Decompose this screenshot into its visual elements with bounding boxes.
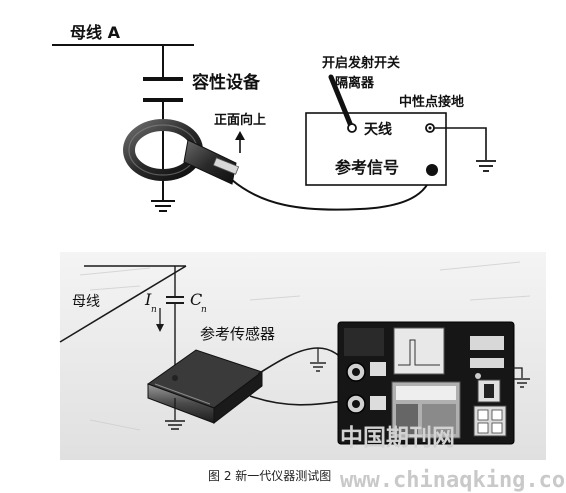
bottom-photo: 母线 I n C n 参考传感器 [59,252,546,460]
panel-display [393,327,445,375]
capacitive-device-label: 容性设备 [192,72,261,93]
clamp-sensor [123,119,240,185]
neutral-ground-wire [434,127,487,160]
current-subscript: n [151,305,157,315]
figure-caption: 图 2 新一代仪器测试图 [208,468,331,483]
reference-signal-label: 参考信号 [335,158,399,177]
reference-signal-terminal [426,164,438,176]
photo-texture [79,261,531,431]
reference-sensor-label: 参考传感器 [200,325,275,343]
current-symbol: I [144,290,152,309]
neutral-terminal-dot [428,126,432,130]
transmit-switch-label: 开启发射开关 [322,55,400,71]
photo-busbar-label: 母线 [72,294,100,310]
reference-sensor [146,349,264,425]
photo-busbar-line [59,265,187,343]
current-arrow-icon [156,308,164,332]
capacitance-subscript: n [201,305,207,315]
antenna-rod [328,74,354,129]
antenna-terminal [347,123,357,133]
top-schematic: 母线 A 容性设备 正面向上 开启发射开关 隔离器 中性点接地 [52,23,496,212]
ground-symbol-device [151,200,175,212]
antenna-label: 天线 [364,121,392,138]
watermark-cn: 中国期刊网 [340,425,455,451]
capacitance-symbol: C [190,290,202,309]
busbar-a-label: 母线 A [70,23,121,42]
watermark-url: www.chinaqking.com [340,468,566,493]
ground-symbol-sensor [165,420,185,430]
front-up-label: 正面向上 [214,112,266,128]
ground-symbol-cable [310,362,326,372]
instrument-box [305,112,447,186]
capacitor-plate-lower [143,98,183,102]
up-arrow-icon [235,131,245,153]
isolator-label: 隔离器 [335,75,375,91]
instrument-panel [337,321,515,445]
panel-ground-wire [504,367,523,378]
ground-symbol-neutral [476,160,496,172]
neutral-terminal-label: 中性点接地 [399,94,464,110]
ground-symbol-panel [514,378,530,388]
capacitor-plate-upper [143,77,183,81]
signal-cable-top [231,171,433,211]
